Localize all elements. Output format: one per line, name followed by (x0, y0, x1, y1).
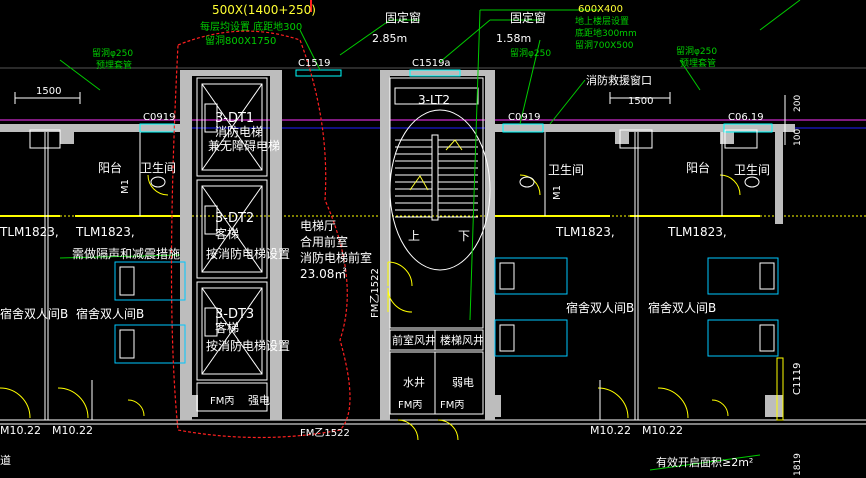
dt3-note: 按消防电梯设置 (206, 338, 290, 353)
balcony-right: 阳台 (686, 160, 710, 175)
hole-mid-1: 留洞φ250 (510, 47, 551, 59)
sill-height-1: 2.85m (372, 32, 407, 45)
dt2-code: 3-DT2 (215, 211, 254, 226)
fm-yi-1522-bottom: FM乙1522 (300, 427, 350, 439)
partitions (44, 132, 723, 420)
pipe-note-r2: 地上楼层设置 (575, 15, 629, 27)
fm-bing-2: FM丙 (440, 400, 464, 411)
pipe-note-r1: 600X400 (578, 4, 623, 15)
hole-left-2: 预埋套管 (96, 59, 132, 71)
tlm-left-2: TLM1823, (75, 225, 135, 239)
dorm-right-1: 宿舍双人间B (566, 300, 634, 315)
dt3-code: 3-DT3 (215, 307, 254, 322)
hall-name: 电梯厅 (300, 219, 336, 233)
dim-200: 200 (793, 95, 803, 112)
window-c0919-left: C0919 (143, 112, 175, 123)
window-c1519a: C1519a (412, 58, 451, 69)
stair-treads (395, 139, 478, 218)
dt1-code: 3-DT1 (215, 111, 254, 126)
dim-1819: 1819 (793, 453, 803, 476)
pipe-note-r3: 底距地300mm (575, 27, 637, 39)
stair-code: 3-LT2 (418, 93, 450, 107)
leader-lines (59, 0, 801, 471)
noise-note: 需做隔声和减震措施 (72, 246, 180, 261)
water-well: 水井 (403, 375, 425, 389)
dt2-type: 客梯 (215, 226, 239, 241)
dim-100: 100 (793, 129, 803, 146)
top-note-3: 留洞800X1750 (205, 34, 276, 47)
fm-yi-1522-vertical: FM乙1522 (369, 268, 381, 318)
dt1-type: 消防电梯 (215, 124, 263, 139)
tlm-right-1: TLM1823, (555, 225, 615, 239)
hole-right-1: 留洞φ250 (676, 45, 717, 57)
window-c0619: C06.19 (728, 112, 764, 123)
fixed-window-label-1: 固定窗 (385, 10, 421, 25)
hall-fire: 消防电梯前室 (300, 250, 372, 265)
dt1-note: 兼无障碍电梯 (208, 138, 280, 153)
revision-cloud (170, 30, 351, 439)
doors (0, 174, 741, 441)
tlm-right-2: TLM1823, (667, 225, 727, 239)
fm-bing-1: FM丙 (398, 400, 422, 411)
toilet-fixtures (29, 129, 760, 188)
top-note-2: 每层均设置 底距地300 (200, 20, 302, 33)
fire-rescue-window: 消防救援窗口 (586, 73, 652, 87)
window-c1519: C1519 (298, 58, 330, 69)
elevator-shafts (196, 77, 268, 412)
weak-electric: 弱电 (452, 376, 474, 389)
door-m1-left: M1 (120, 179, 131, 194)
sill-height-2: 1.58m (496, 32, 531, 45)
dimension-lines (14, 92, 786, 145)
fixed-window-label-2: 固定窗 (510, 10, 546, 25)
dim-1500-right: 1500 (628, 96, 653, 107)
dt2-note: 按消防电梯设置 (206, 246, 290, 261)
fm-bing-3: FM丙 (210, 396, 234, 407)
door-m1022-d: M10.22 (642, 424, 683, 437)
labels: 500X(1400+250) 每层均设置 底距地300 留洞800X1750 固… (0, 3, 803, 476)
corridor-label: 道 (0, 453, 11, 467)
hall-shared: 合用前室 (300, 234, 348, 249)
hole-right-2: 预埋套管 (680, 57, 716, 69)
shaft-front: 前室风井 (392, 333, 436, 347)
top-note-1: 500X(1400+250) (212, 3, 316, 17)
toilet-right-1: 卫生间 (548, 163, 584, 177)
shaft-stair: 楼梯风井 (440, 333, 484, 347)
dt3-type: 客梯 (215, 320, 239, 335)
dim-1500-left: 1500 (36, 86, 61, 97)
toilet-right-2: 卫生间 (734, 163, 770, 177)
stair-down: 下 (458, 229, 470, 243)
stair (389, 77, 491, 415)
walls (0, 70, 795, 420)
windows (139, 69, 784, 421)
tlm-left-1: TLM1823, (0, 225, 59, 239)
beds (114, 257, 779, 364)
toilet-left: 卫生间 (140, 161, 176, 175)
balcony-left: 阳台 (98, 160, 122, 175)
strong-electric: 强电 (248, 394, 270, 407)
hall-area: 23.08㎡ (300, 267, 346, 281)
dorm-left-2: 宿舍双人间B (76, 306, 144, 321)
vent-area-note: 有效开启面积≥2m² (656, 455, 753, 469)
hole-left-1: 留洞φ250 (92, 47, 133, 59)
pipe-note-r4: 留洞700X500 (575, 39, 634, 51)
window-c1119: C1119 (792, 363, 803, 395)
dorm-left-1: 宿舍双人间B (0, 306, 68, 321)
dorm-right-2: 宿舍双人间B (648, 300, 716, 315)
window-c0919-right: C0919 (508, 112, 540, 123)
door-m1022-c: M10.22 (590, 424, 631, 437)
door-m1-right: M1 (552, 185, 563, 200)
door-m1022-a: M10.22 (0, 424, 41, 437)
door-m1022-b: M10.22 (52, 424, 93, 437)
stair-up: 上 (408, 229, 420, 243)
